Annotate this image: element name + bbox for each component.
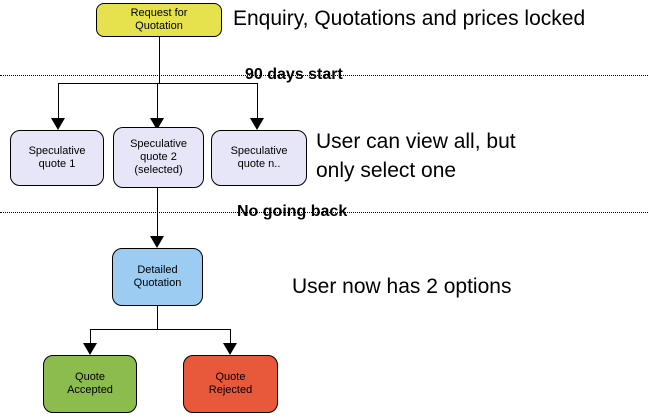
connector-line (159, 37, 160, 83)
arrow-down-icon (223, 343, 237, 355)
node-label: Detailed Quotation (133, 264, 182, 289)
arrow-down-icon (150, 236, 164, 248)
milestone-divider-noback (0, 212, 648, 213)
flowchart-node-quote-accepted: Quote Accepted (43, 355, 137, 413)
arrow-down-icon (250, 118, 264, 130)
connector-line (157, 188, 158, 236)
node-label: Request for Quotation (130, 7, 188, 32)
connector-line (90, 329, 91, 344)
node-label: Quote Accepted (67, 371, 113, 396)
node-label: Speculative quote n.. (230, 145, 288, 170)
connector-line (58, 83, 59, 119)
node-label: Speculative quote 2 (selected) (130, 138, 187, 176)
milestone-label-no-going-back: No going back (237, 203, 348, 220)
arrow-down-icon (83, 343, 97, 355)
arrow-down-icon (51, 118, 65, 130)
node-label: Speculative quote 1 (28, 145, 86, 170)
connector-line (90, 329, 231, 330)
connector-line (230, 329, 231, 344)
flowchart-node-speculative-quote-n: Speculative quote n.. (211, 130, 307, 186)
milestone-divider-days (0, 75, 648, 76)
connector-line (157, 83, 158, 119)
annotation-user-can-view-all: User can view all, but only select one (316, 130, 516, 182)
milestone-label-90-days-start: 90 days start (245, 66, 343, 83)
flowchart-node-detailed-quotation: Detailed Quotation (112, 248, 203, 306)
flowchart-node-speculative-quote-1: Speculative quote 1 (10, 130, 104, 186)
annotation-user-two-options: User now has 2 options (292, 275, 512, 298)
annotation-enquiry-prices-locked: Enquiry, Quotations and prices locked (233, 7, 586, 30)
flowchart-node-speculative-quote-2: Speculative quote 2 (selected) (113, 127, 204, 188)
flowchart-node-request-for-quotation: Request for Quotation (96, 3, 222, 37)
node-label: Quote Rejected (208, 371, 253, 396)
connector-line (157, 306, 158, 330)
connector-line (257, 83, 258, 119)
connector-line (58, 83, 258, 84)
flowchart-node-quote-rejected: Quote Rejected (183, 355, 278, 413)
